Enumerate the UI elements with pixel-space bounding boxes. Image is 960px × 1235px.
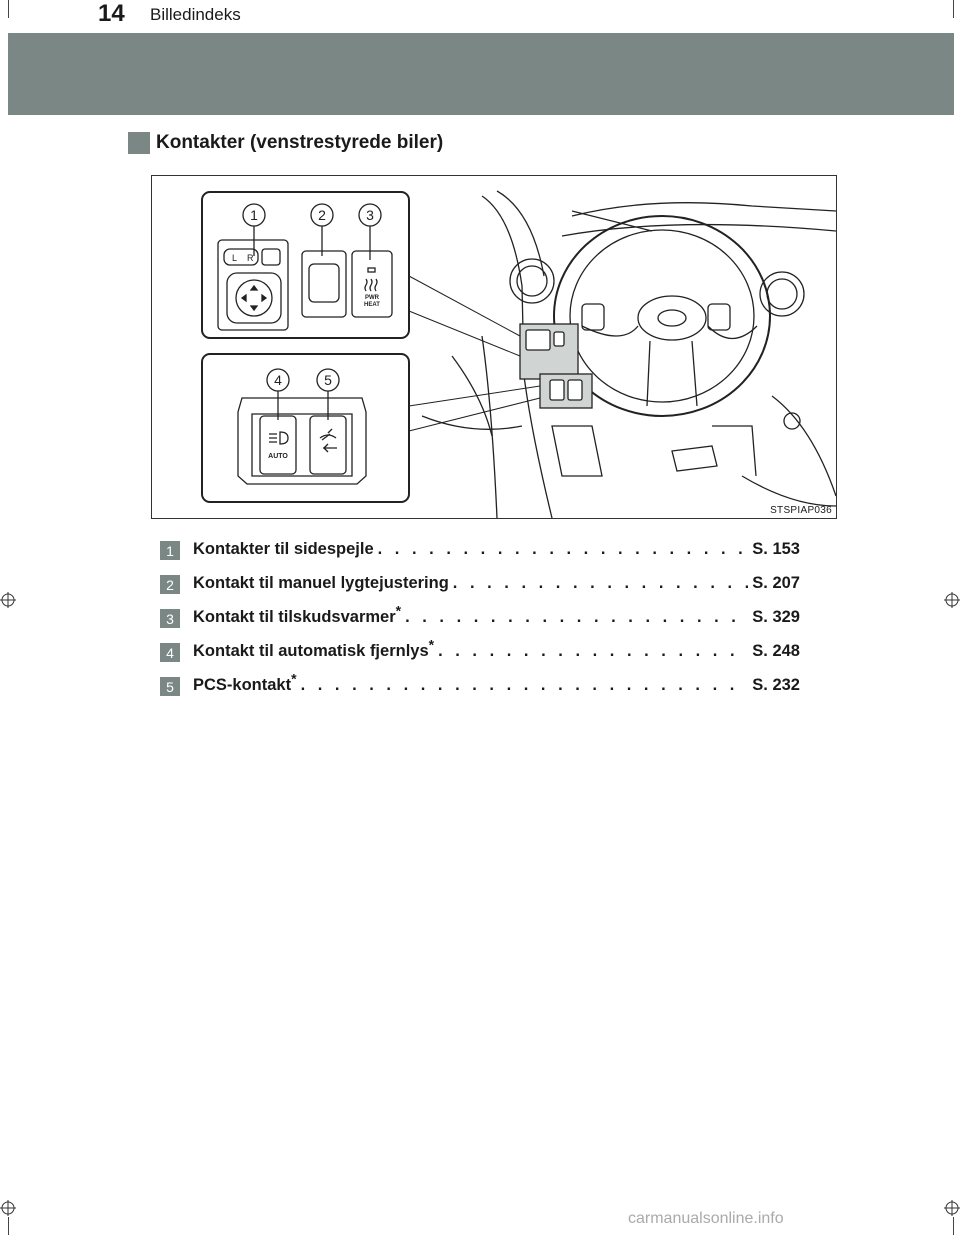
- footnote-star: *: [395, 602, 402, 618]
- list-item: 3 Kontakt til tilskudsvarmer* S. 329: [160, 602, 800, 641]
- heading-text: Kontakter (venstrestyrede biler): [156, 132, 444, 153]
- leader-dots: [405, 608, 748, 627]
- registration-mark-icon: [944, 592, 960, 608]
- leader-dots: [378, 540, 749, 559]
- callout-1: 1: [250, 207, 258, 223]
- leader-dots: [453, 574, 748, 593]
- footnote-star: *: [428, 636, 435, 652]
- section-title: Billedindeks: [150, 5, 241, 24]
- item-label: PCS-kontakt*: [193, 670, 297, 694]
- list-item: 1 Kontakter til sidespejle S. 153: [160, 539, 800, 573]
- callout-3: 3: [366, 207, 374, 223]
- item-list: 1 Kontakter til sidespejle S. 153 2 Kont…: [160, 539, 800, 709]
- item-page-ref: S. 248: [752, 641, 800, 660]
- list-item: 4 Kontakt til automatisk fjernlys* S. 24…: [160, 636, 800, 675]
- figure-code: STSPIAP036: [770, 505, 832, 516]
- item-page-ref: S. 207: [752, 573, 800, 592]
- crop-mark: [8, 0, 9, 18]
- item-number-badge: 4: [160, 643, 180, 662]
- mirror-left-label: L: [232, 253, 237, 263]
- item-number-badge: 3: [160, 609, 180, 628]
- page-header: 14 Billedindeks: [0, 0, 960, 30]
- list-item: 5 PCS-kontakt* S. 232: [160, 670, 800, 709]
- footnote-star: *: [291, 670, 297, 686]
- crop-mark: [953, 0, 954, 18]
- section-heading: Kontakter (venstrestyrede biler): [128, 132, 443, 154]
- heat-label: HEAT: [364, 302, 380, 308]
- header-band: [8, 33, 954, 115]
- leader-dots: [438, 642, 748, 661]
- item-page-ref: S. 329: [752, 607, 800, 626]
- item-label: Kontakt til manuel lygtejustering: [193, 573, 449, 592]
- crop-mark: [8, 1217, 9, 1235]
- item-page-ref: S. 232: [752, 675, 800, 694]
- item-label: Kontakt til tilskudsvarmer*: [193, 602, 402, 626]
- item-number-badge: 5: [160, 677, 180, 696]
- item-page-ref: S. 153: [752, 539, 800, 558]
- heading-square-icon: [128, 132, 150, 154]
- item-number-badge: 1: [160, 541, 180, 560]
- leader-dots: [301, 676, 749, 695]
- dashboard-drawing: 1 2 3 4 5 L R PWR HEAT AUTO: [201, 190, 836, 518]
- registration-mark-icon: [944, 1200, 960, 1216]
- item-number-badge: 2: [160, 575, 180, 594]
- list-item: 2 Kontakt til manuel lygtejustering S. 2…: [160, 573, 800, 607]
- page-number: 14: [98, 0, 125, 27]
- watermark: carmanualsonline.info: [628, 1210, 784, 1227]
- switch-illustration: 1 2 3 4 5 L R PWR HEAT AUTO STSPIAP036: [151, 175, 837, 519]
- crop-mark: [953, 1217, 954, 1235]
- pwr-label: PWR: [365, 295, 380, 301]
- item-label: Kontakt til automatisk fjernlys*: [193, 636, 435, 660]
- registration-mark-icon: [0, 1200, 16, 1216]
- callout-5: 5: [324, 372, 332, 388]
- registration-mark-icon: [0, 592, 16, 608]
- callout-4: 4: [274, 372, 282, 388]
- auto-label: AUTO: [268, 453, 288, 460]
- item-label: Kontakter til sidespejle: [193, 539, 374, 558]
- mirror-right-label: R: [247, 253, 254, 263]
- callout-2: 2: [318, 207, 326, 223]
